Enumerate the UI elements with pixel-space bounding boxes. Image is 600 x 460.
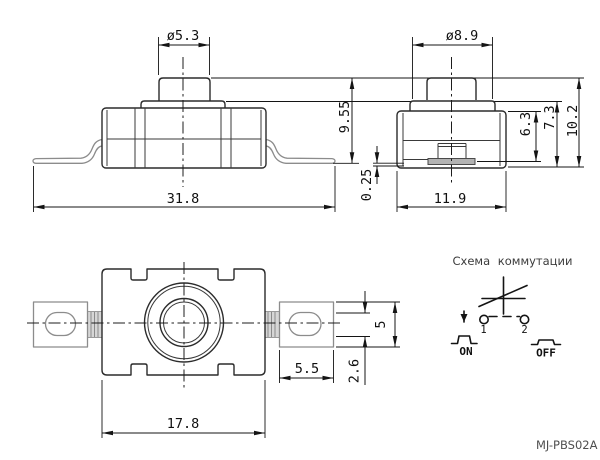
dim-top-tab-width: 5	[373, 320, 389, 328]
dim-side-overall-height: 10.2	[565, 105, 581, 138]
button-pressed-icon	[450, 335, 478, 345]
front-view: ø5.3 31.8 9.55	[32, 28, 584, 212]
side-cap	[409, 100, 496, 111]
front-body	[101, 107, 267, 169]
front-right-lead	[265, 138, 336, 164]
front-dimensions: ø5.3 31.8 9.55	[33, 28, 584, 212]
dim-side-height-with-cap: 7.3	[542, 105, 558, 129]
dim-side-cap-diameter: ø8.9	[446, 28, 479, 44]
top-left-tab-slot	[44, 311, 77, 337]
dim-front-overall-width: 31.8	[167, 191, 200, 207]
terminal-2-label: 2	[521, 324, 527, 336]
top-left-tab	[32, 301, 103, 348]
terminal-1-label: 1	[480, 324, 486, 336]
dim-top-tab-length: 5.5	[295, 361, 319, 377]
off-label: OFF	[536, 347, 556, 360]
schematic-title: Схема коммутации	[453, 254, 573, 268]
dim-front-button-diameter: ø5.3	[167, 28, 200, 44]
top-right-tab	[264, 301, 335, 348]
top-dimensions: 17.8 5.5 5 2.6	[101, 291, 400, 438]
dim-top-slot-width: 2.6	[347, 359, 363, 383]
side-dimensions: ø8.9 11.9 0.25 6.3 7.3 10.2	[359, 28, 584, 212]
front-button	[158, 77, 211, 102]
on-label: ON	[459, 345, 472, 358]
dim-side-body-width: 11.9	[434, 191, 467, 207]
side-view: ø8.9 11.9 0.25 6.3 7.3 10.2	[359, 28, 584, 212]
top-right-tab-slot	[288, 311, 322, 337]
dim-side-body-height: 6.3	[518, 112, 534, 136]
title-block: MJ-PBS02A	[536, 438, 598, 452]
front-left-lead	[32, 138, 103, 164]
button-released-icon	[530, 339, 562, 346]
top-view: 17.8 5.5 5 2.6	[27, 262, 400, 438]
dim-front-overall-height: 9.55	[337, 101, 353, 134]
front-body-details	[106, 108, 262, 168]
dim-top-body-length: 17.8	[167, 416, 200, 432]
switch-symbol	[478, 276, 530, 325]
dim-side-lead-thickness: 0.25	[359, 169, 375, 202]
schematic: Схема коммутации 1 2 ON OFF	[450, 254, 573, 360]
part-number: MJ-PBS02A	[536, 438, 598, 452]
